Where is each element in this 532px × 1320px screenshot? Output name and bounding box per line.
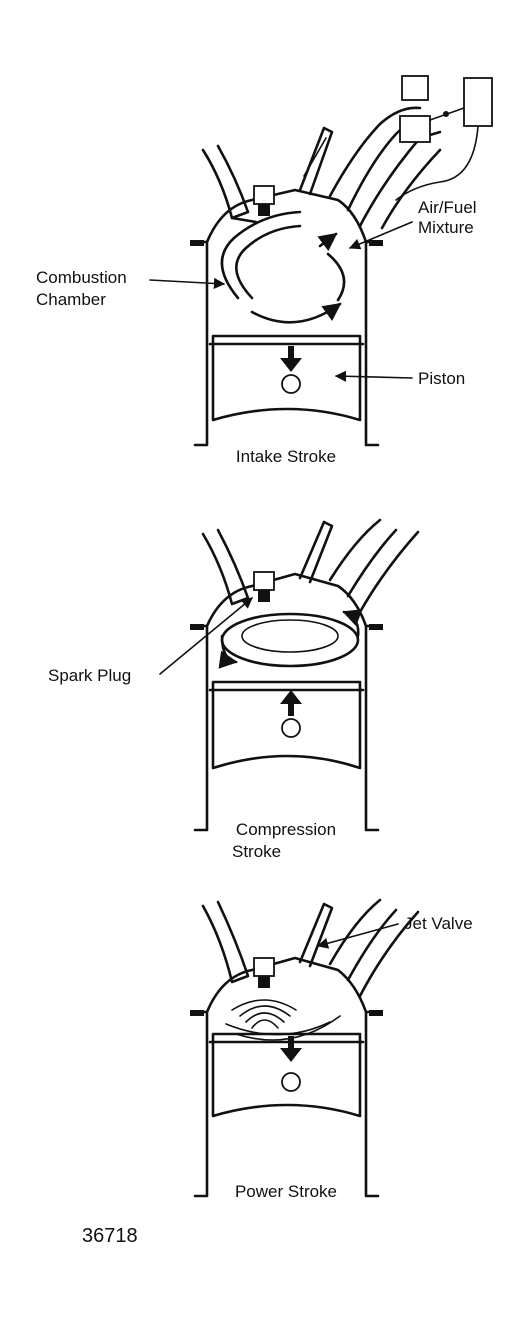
power-stroke-caption: Power Stroke [234, 1182, 338, 1201]
air-fuel-mixture-label-line1: Air/Fuel [418, 198, 477, 217]
air-fuel-mixture-label-line2: Mixture [418, 218, 474, 237]
piston-label: Piston [418, 369, 466, 388]
compression-stroke-caption-line1: Compression [235, 820, 337, 839]
combustion-chamber-label-line2: Chamber [36, 290, 106, 309]
intake-stroke-caption: Intake Stroke [235, 447, 337, 466]
figure-number: 36718 [82, 1225, 138, 1247]
intake-stroke-figure [149, 75, 493, 447]
combustion-chamber-label-line1: Combustion [36, 268, 127, 287]
spark-plug-label: Spark Plug [48, 666, 132, 685]
power-stroke-figure [190, 898, 420, 1198]
jet-valve-label: Jet Valve [404, 914, 473, 933]
compression-stroke-figure [159, 518, 420, 832]
compression-stroke-caption-line2: Stroke [232, 842, 282, 861]
